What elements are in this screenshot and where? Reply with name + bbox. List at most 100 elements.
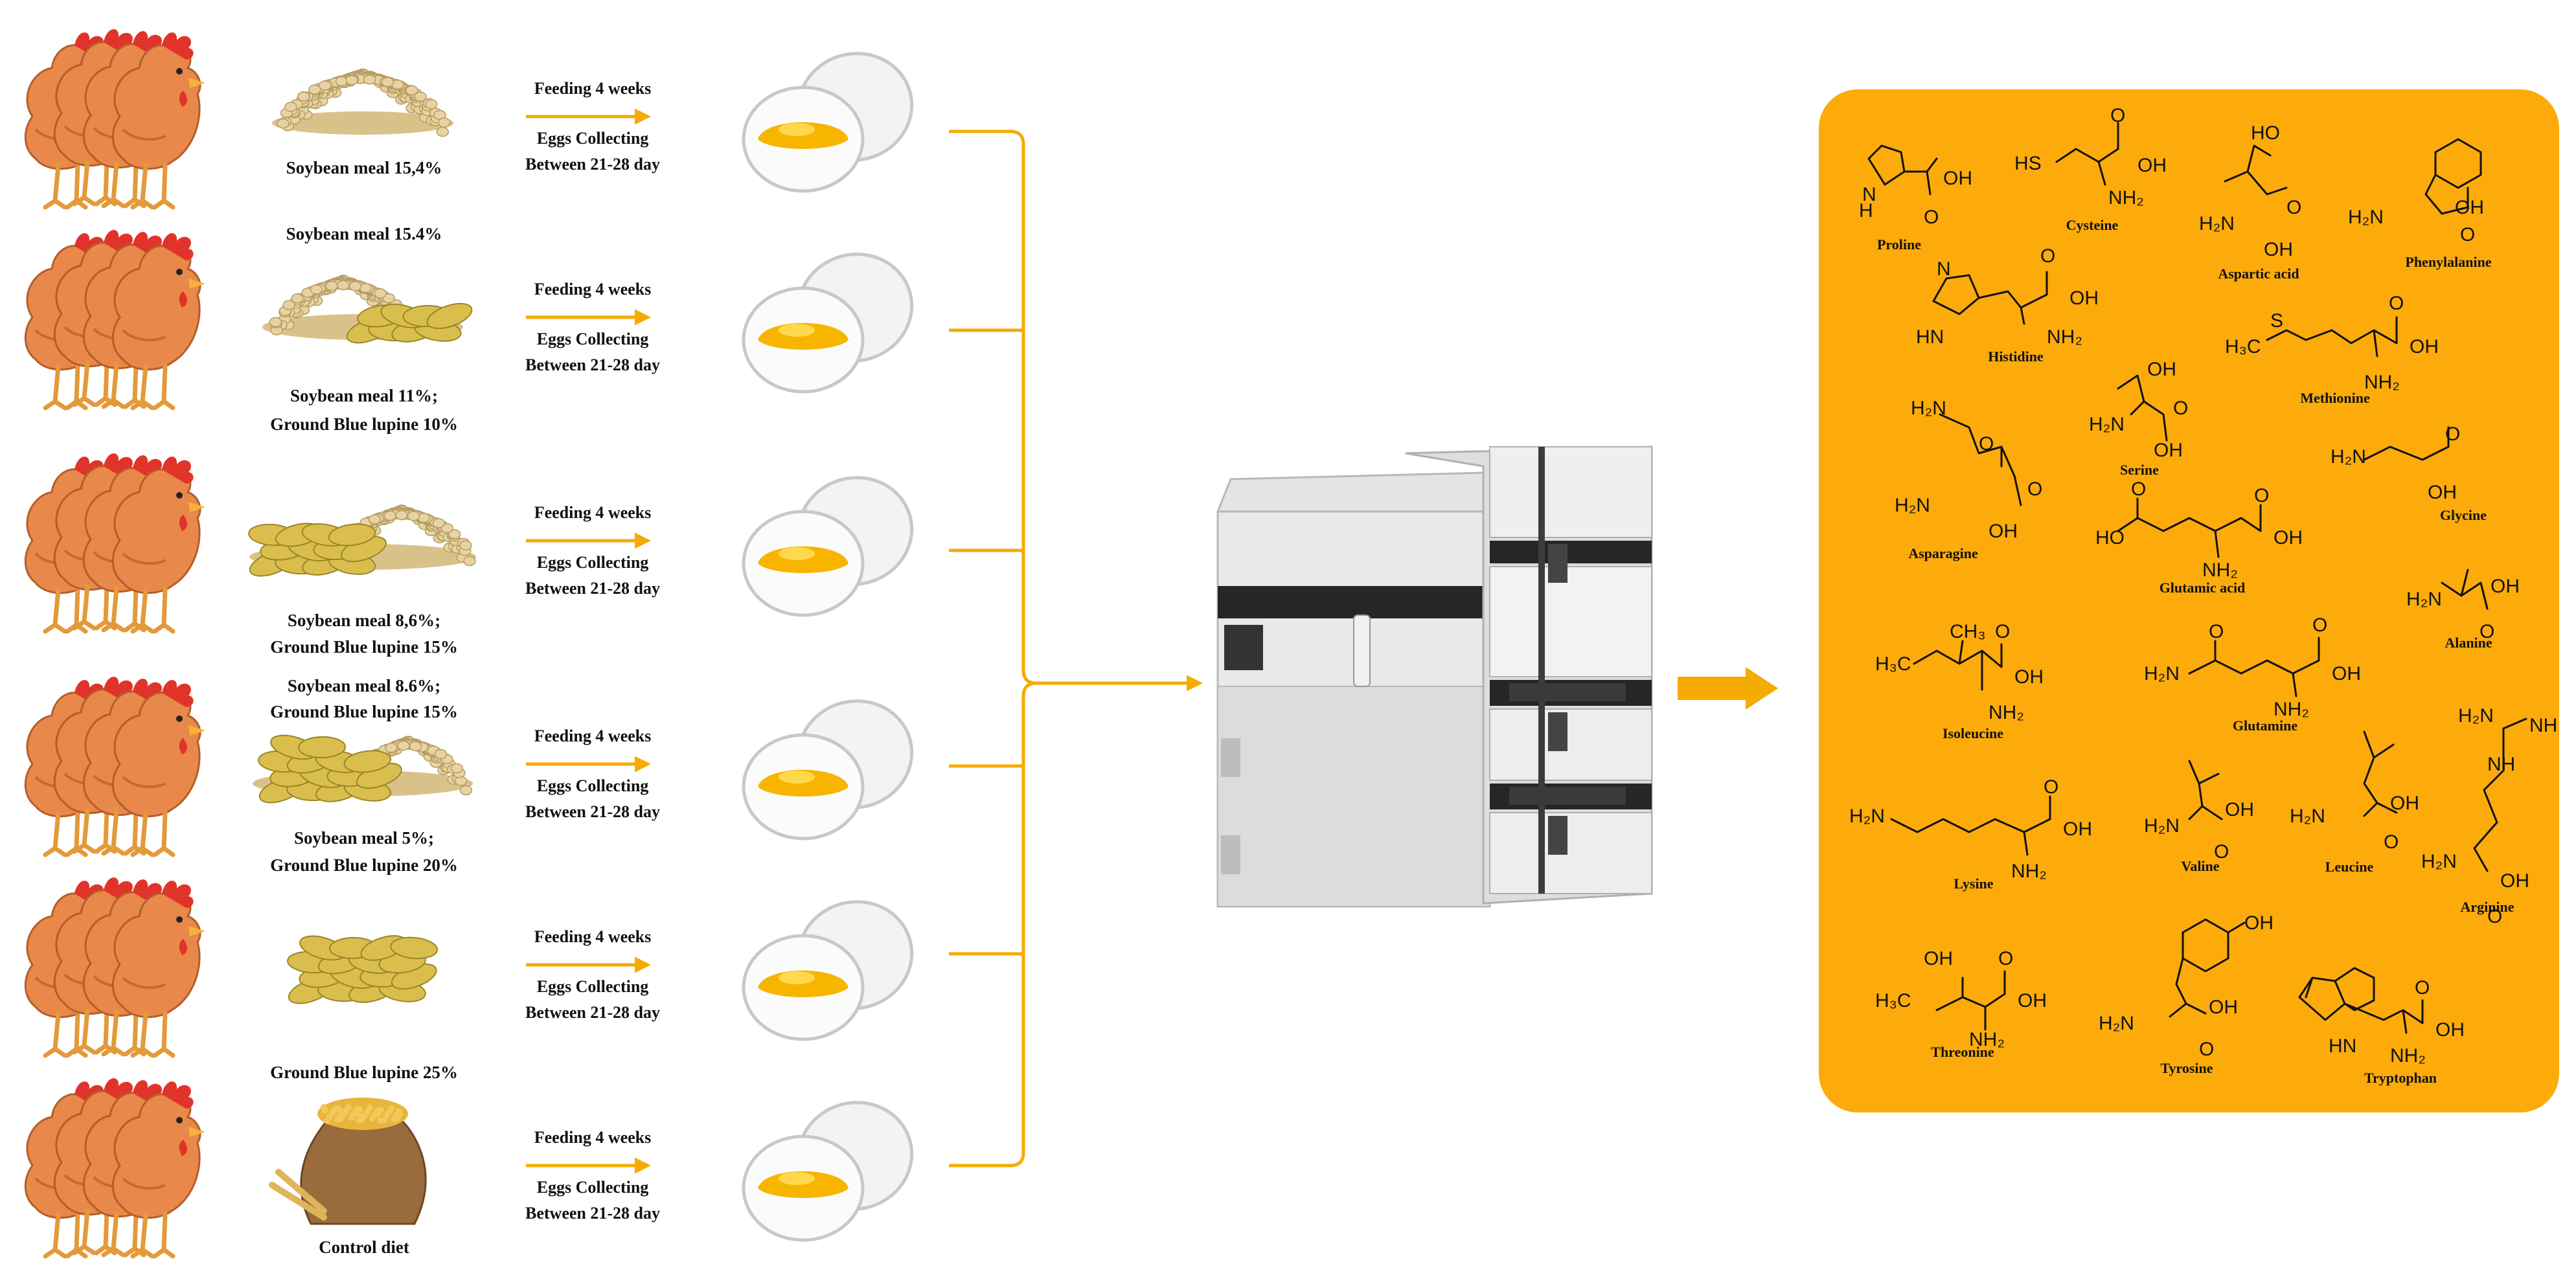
feed-label: Soybean meal 15,4%: [286, 158, 442, 177]
svg-text:H₂N: H₂N: [2331, 446, 2366, 468]
svg-text:NH₂: NH₂: [2108, 187, 2144, 209]
svg-text:O: O: [2209, 621, 2224, 642]
feed-label: Soybean meal 8,6%;: [288, 611, 440, 630]
eggs-collecting-label: Eggs Collecting: [537, 330, 649, 348]
hens-icon: [25, 29, 205, 207]
svg-text:H₂N: H₂N: [2458, 705, 2494, 727]
feed-label: Ground Blue lupine 15%: [270, 637, 458, 657]
amino-acid-label: Asparagine: [1908, 545, 1978, 561]
hens-icon: [25, 1078, 205, 1256]
svg-text:NH₂: NH₂: [2047, 326, 2082, 348]
amino-acid-label: Aspartic acid: [2218, 265, 2299, 282]
svg-text:OH: OH: [2455, 197, 2484, 218]
svg-text:HS: HS: [2014, 153, 2042, 174]
amino-acid-label: Histidine: [1988, 348, 2044, 365]
svg-text:O: O: [2415, 977, 2430, 998]
svg-text:H₃C: H₃C: [1875, 990, 1911, 1011]
feed-label: Ground Blue lupine 20%: [270, 855, 458, 875]
amino-acid-label: Proline: [1877, 236, 1921, 253]
svg-text:H₂N: H₂N: [2089, 414, 2125, 435]
svg-text:O: O: [2312, 615, 2327, 636]
svg-text:CH₃: CH₃: [1950, 621, 1986, 642]
amino-acid-label: Valine: [2181, 858, 2219, 874]
group-row-5: Ground Blue lupine 25%Feeding 4 weeksEgg…: [25, 877, 924, 1082]
svg-text:H₂N: H₂N: [2290, 806, 2325, 827]
svg-text:O: O: [1924, 207, 1939, 228]
svg-text:OH: OH: [1943, 168, 1972, 189]
svg-text:O: O: [2027, 479, 2042, 500]
amino-acid-label: Glycine: [2440, 507, 2487, 523]
feed-label-extra: Ground Blue lupine 15%: [270, 702, 458, 721]
svg-text:HN: HN: [1916, 326, 1944, 348]
svg-text:O: O: [1998, 948, 2013, 969]
svg-text:HO: HO: [2251, 122, 2280, 144]
feed-label: Control diet: [319, 1237, 409, 1257]
svg-text:O: O: [2110, 105, 2125, 126]
amino-acid-label: Glutamic acid: [2160, 580, 2246, 596]
svg-text:H₂N: H₂N: [2406, 589, 2442, 610]
cracked-egg-icon: [744, 41, 924, 191]
cracked-egg-icon: [744, 1090, 924, 1240]
svg-text:NH₂: NH₂: [1989, 702, 2024, 723]
lupine-pile-icon: [284, 930, 440, 1010]
svg-text:O: O: [2173, 398, 2188, 419]
svg-text:OH: OH: [2018, 990, 2047, 1011]
convergence-bracket: [949, 130, 1203, 1168]
svg-text:O: O: [2254, 485, 2269, 506]
svg-text:NH₂: NH₂: [2364, 372, 2400, 393]
svg-text:H: H: [1859, 200, 1873, 221]
svg-text:OH: OH: [2063, 818, 2092, 840]
svg-text:HN: HN: [2329, 1035, 2356, 1057]
svg-text:H₂N: H₂N: [2199, 213, 2235, 234]
amino-acid-label: Cysteine: [2066, 217, 2119, 233]
svg-text:O: O: [1979, 433, 1994, 455]
amino-acid-label: Tryptophan: [2364, 1070, 2437, 1086]
amino-acid-label: Tyrosine: [2160, 1060, 2213, 1076]
feeding-duration-label: Feeding 4 weeks: [534, 727, 652, 745]
collection-window-label: Between 21-28 day: [525, 355, 660, 374]
hens-icon: [25, 453, 205, 631]
eggs-collecting-label: Eggs Collecting: [537, 1178, 649, 1197]
svg-text:O: O: [1995, 621, 2010, 642]
svg-text:NH₂: NH₂: [2011, 861, 2047, 882]
svg-text:OH: OH: [2225, 799, 2254, 820]
svg-text:OH: OH: [2274, 527, 2303, 548]
feed-label: Ground Blue lupine 10%: [270, 414, 458, 434]
svg-text:OH: OH: [2428, 482, 2457, 503]
svg-text:OH: OH: [2410, 336, 2439, 357]
group-row-3: Soybean meal 8,6%; Ground Blue lupine 15%…: [25, 453, 924, 657]
svg-text:H₂N: H₂N: [1849, 806, 1885, 827]
svg-text:OH: OH: [2147, 359, 2176, 380]
amino-acid-label: Alanine: [2445, 635, 2492, 651]
svg-text:O: O: [2384, 831, 2399, 853]
svg-text:OH: OH: [2154, 440, 2183, 461]
svg-text:OH: OH: [2332, 663, 2361, 684]
svg-text:NH: NH: [2487, 754, 2515, 775]
feeding-duration-label: Feeding 4 weeks: [534, 1128, 652, 1147]
svg-text:OH: OH: [2435, 1019, 2465, 1041]
cracked-egg-icon: [744, 242, 924, 392]
result-arrow: [1678, 667, 1778, 710]
eggs-collecting-label: Eggs Collecting: [537, 129, 649, 148]
feeding-duration-label: Feeding 4 weeks: [534, 503, 652, 522]
collection-window-label: Between 21-28 day: [525, 1204, 660, 1223]
svg-text:N: N: [1937, 258, 1951, 280]
svg-text:O: O: [2044, 776, 2058, 798]
svg-text:NH₂: NH₂: [2202, 559, 2238, 581]
svg-text:OH: OH: [1924, 948, 1953, 969]
amino-acid-label: Lysine: [1954, 875, 1993, 892]
svg-text:O: O: [2479, 621, 2494, 642]
svg-text:H₂N: H₂N: [1911, 398, 1946, 419]
svg-text:NH₂: NH₂: [1969, 1029, 2005, 1050]
hens-icon: [25, 230, 205, 408]
svg-text:OH: OH: [2390, 793, 2419, 814]
cracked-egg-icon: [744, 465, 924, 615]
feeding-duration-label: Feeding 4 weeks: [534, 79, 652, 98]
amino-acid-label: Arginine: [2460, 899, 2514, 915]
svg-text:OH: OH: [2069, 288, 2099, 309]
